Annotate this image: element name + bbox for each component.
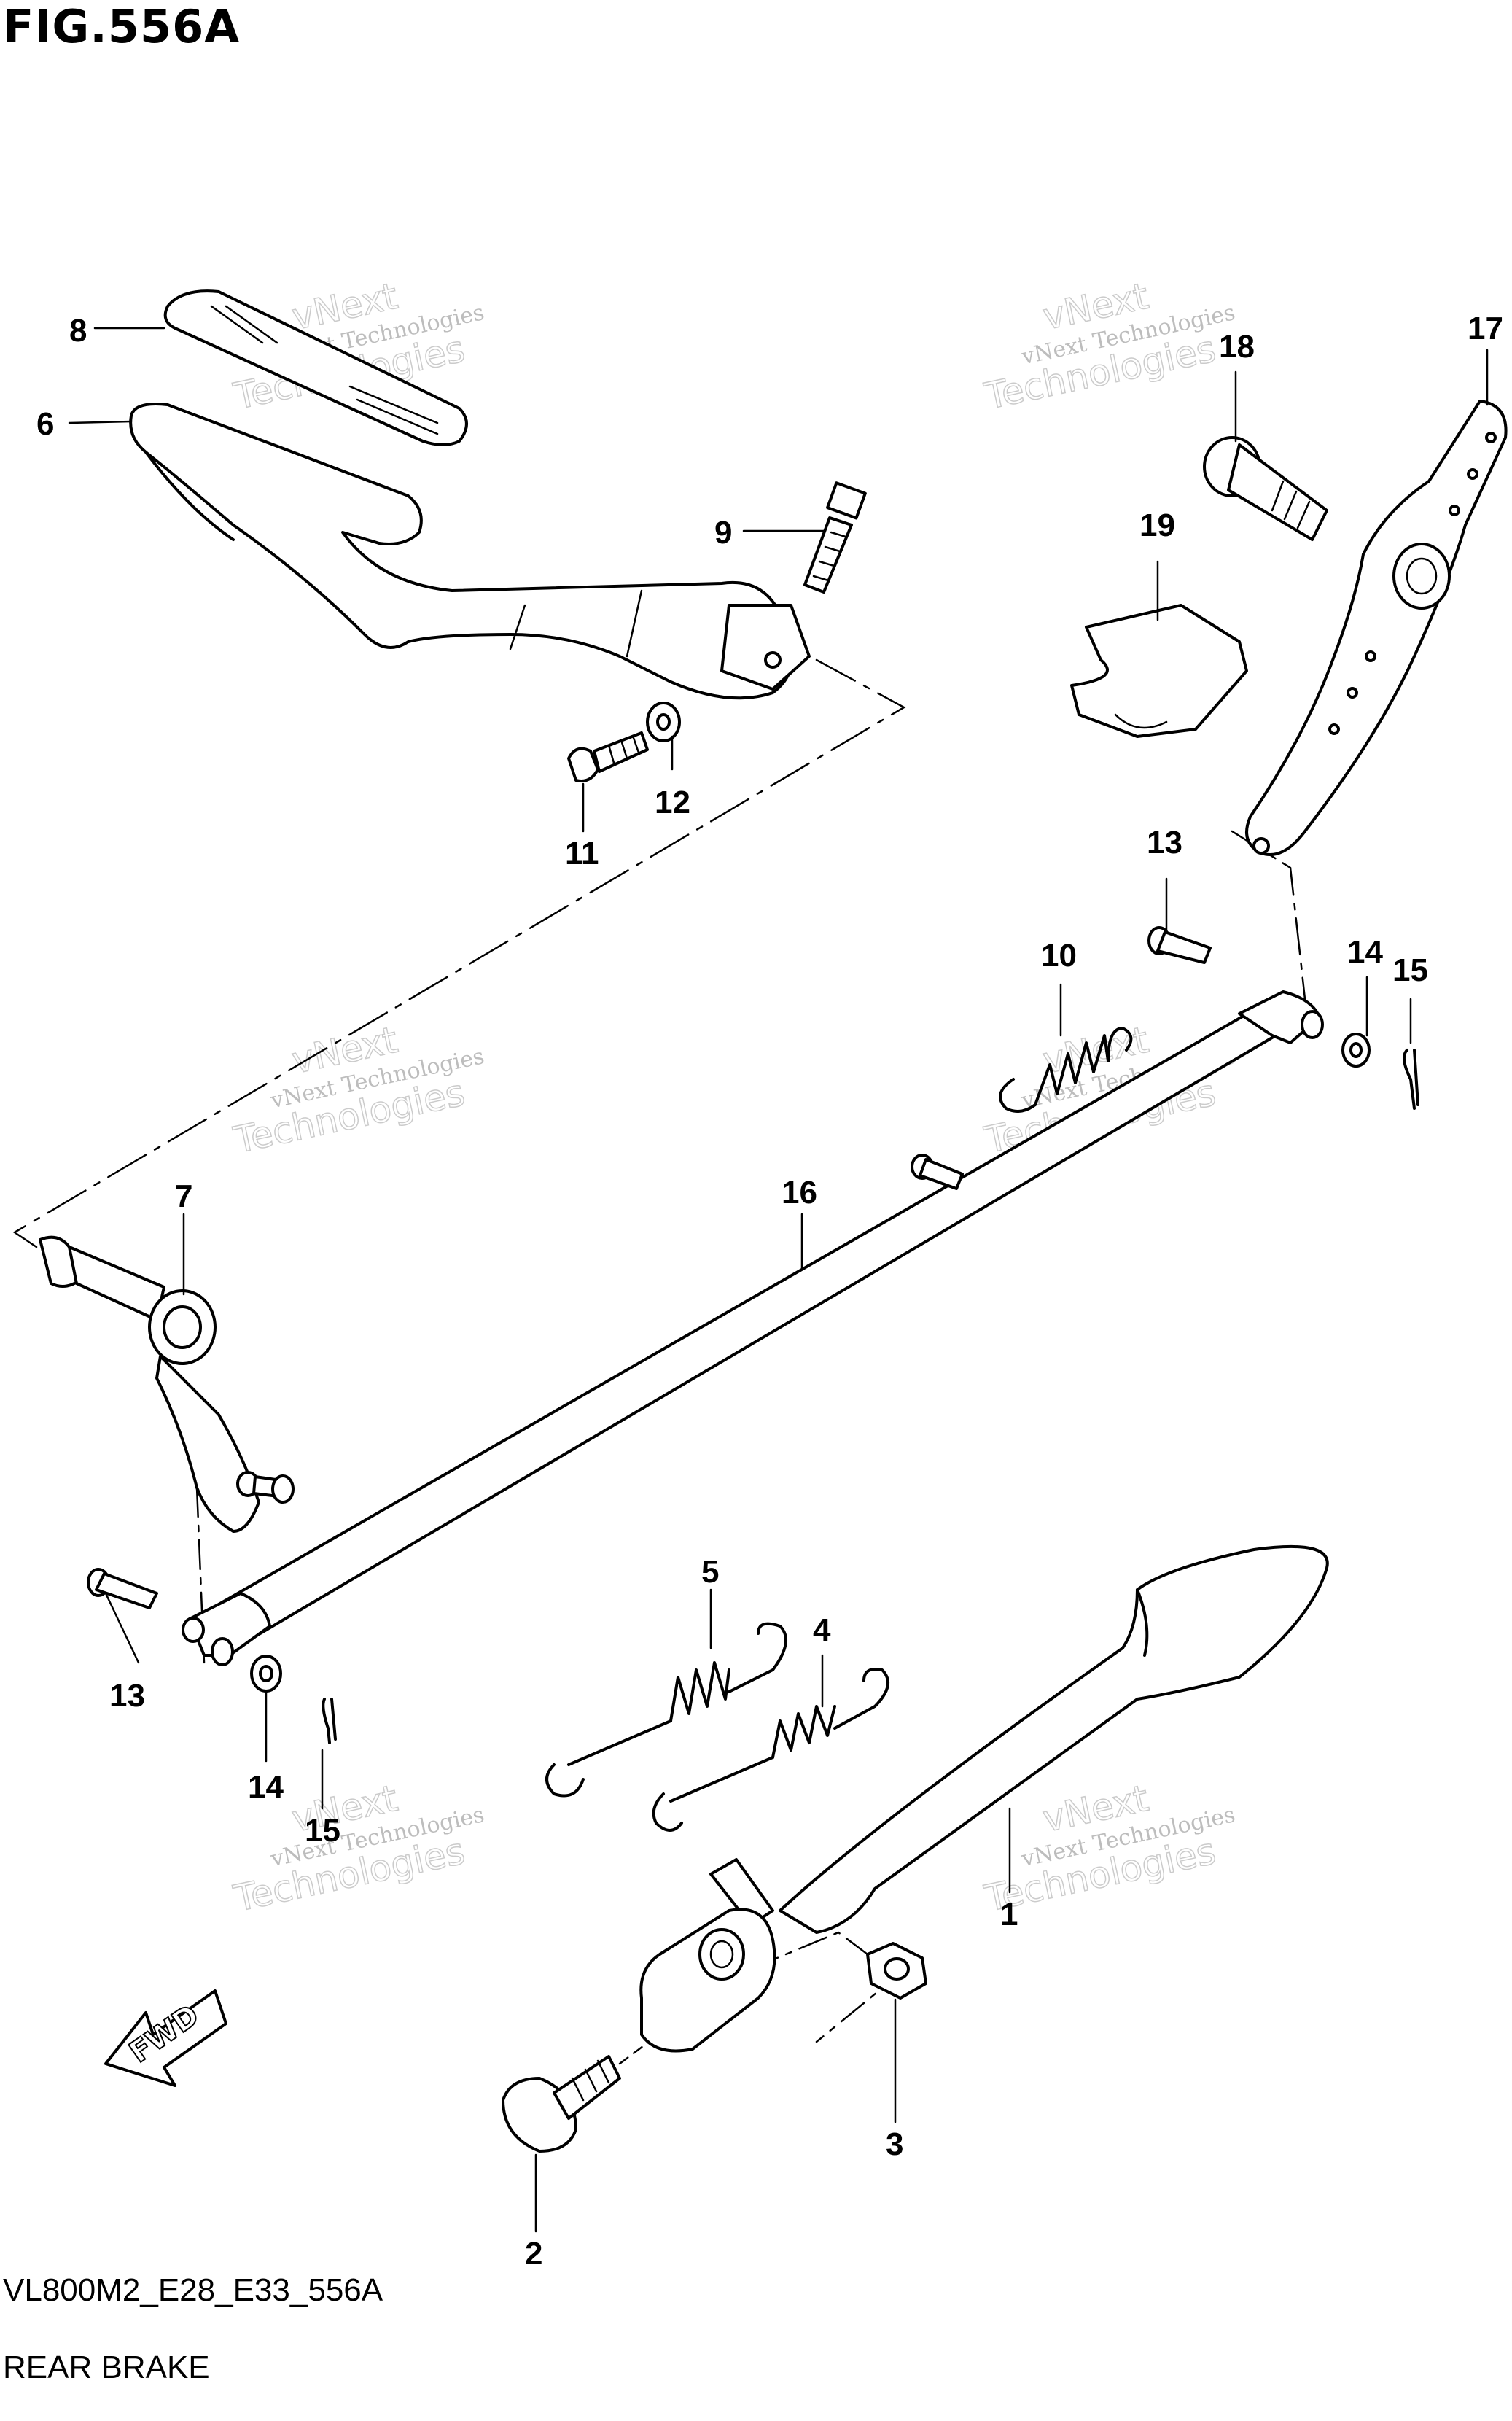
part-17-rod-arm	[1245, 400, 1508, 856]
callout-19: 19	[1139, 508, 1175, 543]
part-11-bolt	[567, 731, 649, 782]
callout-11: 11	[565, 836, 599, 871]
part-7-shaft-lever	[39, 1235, 295, 1533]
callout-12: 12	[655, 785, 690, 820]
part-14-washer-lower	[250, 1655, 282, 1693]
callout-17: 17	[1468, 311, 1503, 346]
leader-lines	[68, 327, 1489, 2233]
callout-6: 6	[36, 406, 54, 442]
callout-13-upper: 13	[1147, 825, 1182, 860]
part-18-pivot-bolt	[1203, 436, 1328, 541]
part-15-cotter-pin-lower	[322, 1698, 337, 1744]
part-10-spring	[999, 1027, 1133, 1113]
part-12-nut	[646, 702, 681, 742]
callout-5: 5	[701, 1554, 719, 1590]
figure-code: VL800M2_E28_E33_556A	[3, 2272, 383, 2308]
part-14-washer-upper	[1341, 1033, 1371, 1068]
part-15-cotter-pin-upper	[1403, 1049, 1419, 1110]
part-3-nut	[866, 1942, 927, 2000]
callout-8: 8	[69, 313, 87, 349]
callout-7: 7	[175, 1178, 192, 1214]
callout-15-lower: 15	[305, 1813, 340, 1849]
callout-13-lower: 13	[109, 1678, 145, 1714]
callout-18: 18	[1219, 329, 1255, 365]
callout-1: 1	[1000, 1897, 1018, 1932]
part-13-clevis-pin-upper	[1147, 926, 1212, 964]
figure-name: REAR BRAKE	[3, 2350, 210, 2385]
callout-9: 9	[714, 515, 732, 551]
watermark: vNext vNext Technologies Technologies	[230, 1018, 487, 1162]
part-4-spring	[652, 1668, 889, 1832]
callout-3: 3	[886, 2126, 903, 2162]
part-16-brake-rod	[182, 990, 1324, 1666]
callout-14-lower: 14	[248, 1769, 284, 1805]
part-5-spring	[545, 1622, 787, 1798]
fwd-direction-arrow: FWD	[104, 1989, 227, 2087]
part-6-brake-pedal	[129, 403, 811, 700]
callout-15-upper: 15	[1392, 952, 1428, 988]
callout-16: 16	[782, 1175, 817, 1210]
callout-labels: 8 6 9 11 12 19 18 17 13 10 14 15 16 7 13…	[36, 311, 1503, 2272]
part-2-pivot-bolt	[502, 2040, 650, 2153]
callout-14-upper: 14	[1347, 934, 1383, 970]
part-13-clevis-pin-lower	[87, 1568, 158, 1609]
part-8-pedal-rubber	[163, 289, 468, 446]
watermark: vNext vNext Technologies Technologies	[981, 274, 1238, 419]
callout-2: 2	[525, 2236, 542, 2272]
figure-title: FIG.556A	[3, 0, 241, 53]
part-9-bolt	[803, 481, 867, 594]
part-1-brake-lever	[639, 1544, 1329, 2053]
callout-4: 4	[813, 1612, 831, 1648]
callout-10: 10	[1041, 938, 1077, 974]
part-19-cover	[1070, 604, 1248, 738]
